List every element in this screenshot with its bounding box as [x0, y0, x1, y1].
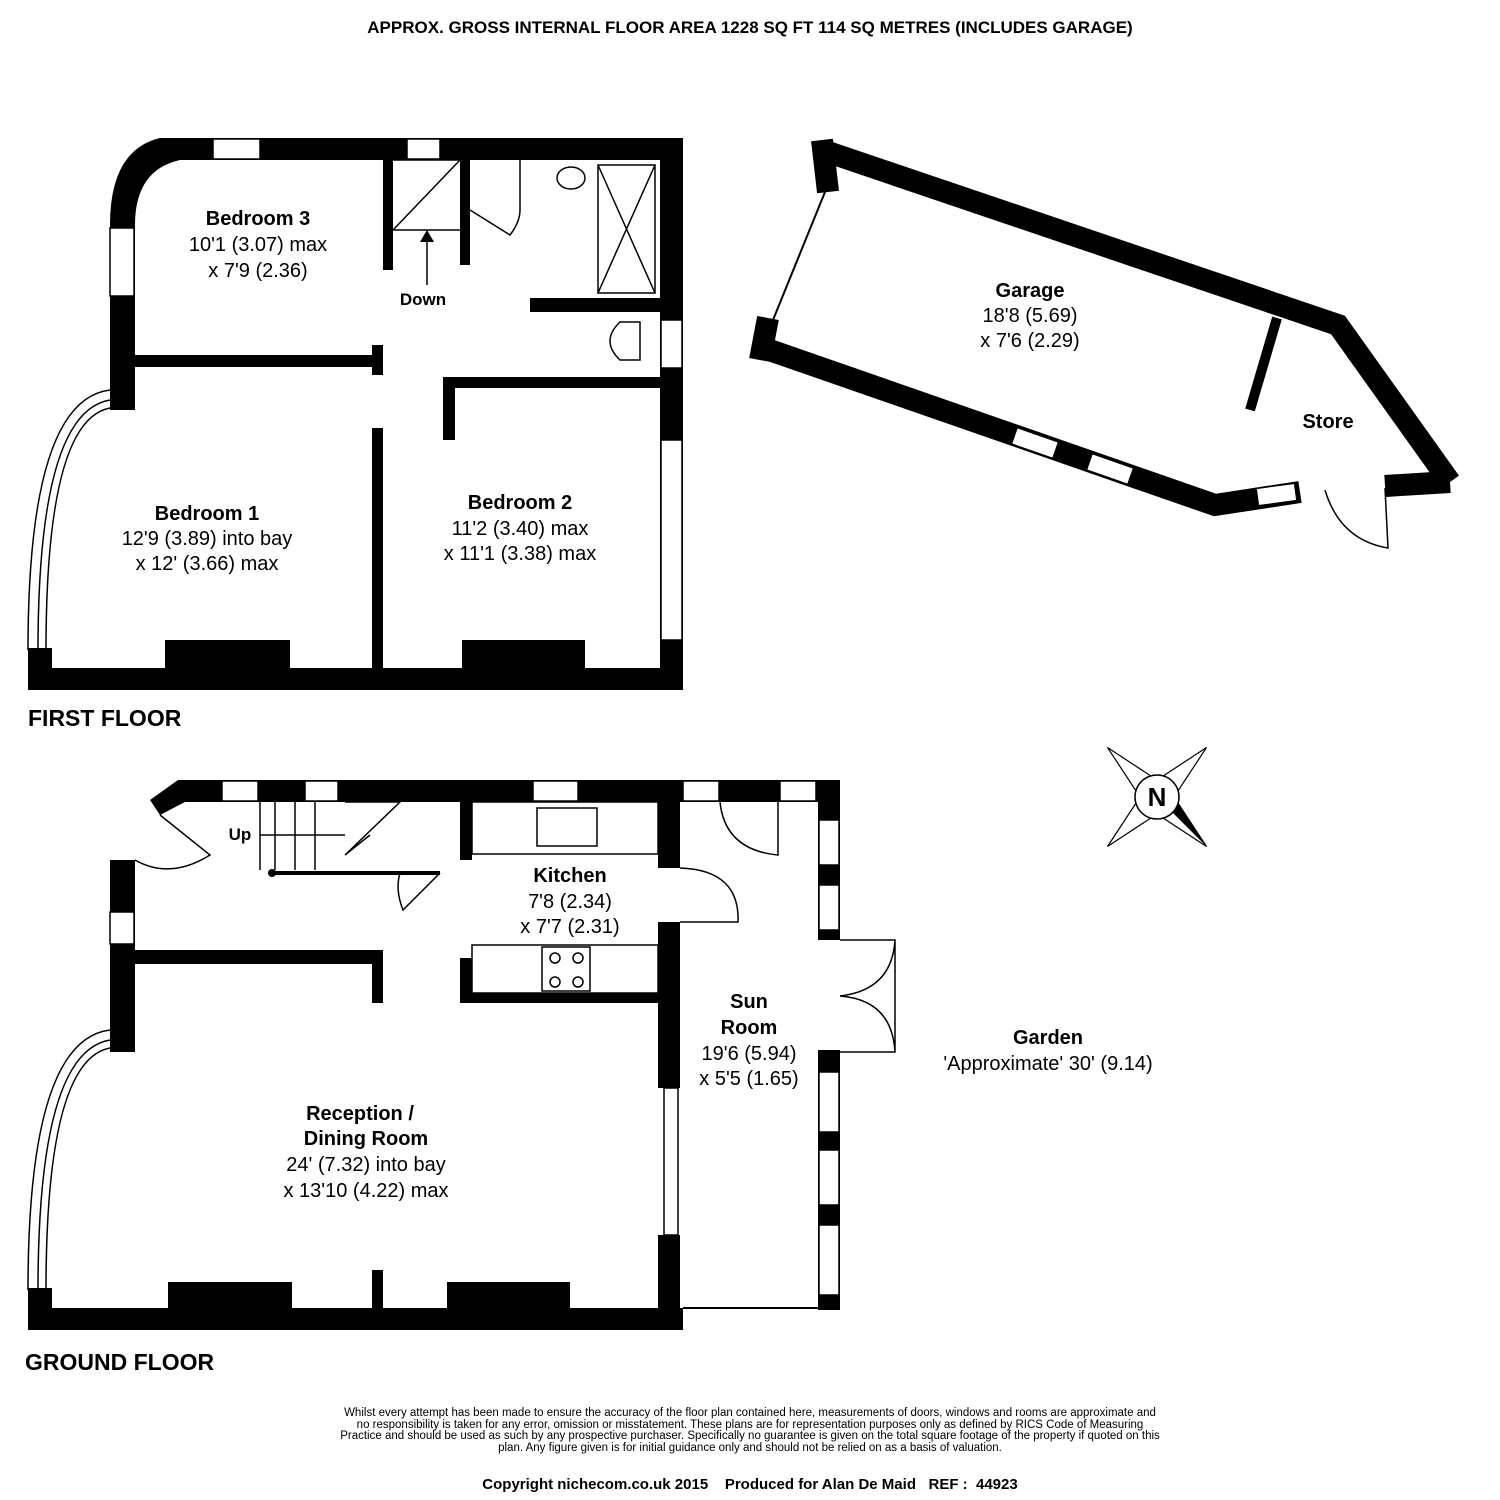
garage-dim2: x 7'6 (2.29) — [980, 330, 1079, 352]
garden-dim: 'Approximate' 30' (9.14) — [943, 1053, 1152, 1075]
first-floor-plan — [27, 138, 683, 690]
sunroom-dim1: 19'6 (5.94) — [702, 1043, 797, 1065]
sunroom-name-line2: Room — [721, 1017, 778, 1039]
compass-icon: N — [1107, 747, 1207, 847]
store-name: Store — [1302, 411, 1353, 433]
bedroom1-name: Bedroom 1 — [155, 503, 259, 525]
bedroom1-dim2: x 12' (3.66) max — [136, 553, 279, 575]
garage-name: Garage — [996, 280, 1065, 302]
first-floor-labels: Bedroom 3 10'1 (3.07) max x 7'9 (2.36) D… — [28, 208, 596, 731]
copyright: Copyright nichecom.co.uk 2015 Produced f… — [482, 1476, 1018, 1493]
ground-floor-label: GROUND FLOOR — [25, 1349, 214, 1375]
disclaimer: Whilst every attempt has been made to en… — [340, 1407, 1160, 1454]
kitchen-dim2: x 7'7 (2.31) — [520, 916, 619, 938]
compass-north-letter: N — [1148, 782, 1167, 812]
reception-dim2: x 13'10 (4.22) max — [283, 1180, 448, 1202]
bedroom1-dim1: 12'9 (3.89) into bay — [122, 528, 293, 550]
garage-dim1: 18'8 (5.69) — [983, 305, 1078, 327]
ground-floor-labels: Up Kitchen 7'8 (2.34) x 7'7 (2.31) Sun R… — [25, 825, 1153, 1375]
reception-name-line1: Reception / — [306, 1103, 414, 1125]
garage-plan — [749, 138, 1459, 549]
bedroom3-name: Bedroom 3 — [206, 208, 310, 230]
bedroom3-dim2: x 7'9 (2.36) — [208, 260, 307, 282]
sunroom-name-line1: Sun — [730, 991, 768, 1013]
garage-labels: Garage 18'8 (5.69) x 7'6 (2.29) Store — [980, 280, 1353, 433]
reception-name-line2: Dining Room — [304, 1128, 428, 1150]
stairs-down-label: Down — [400, 290, 446, 309]
reception-dim1: 24' (7.32) into bay — [286, 1154, 445, 1176]
kitchen-name: Kitchen — [533, 865, 606, 887]
sunroom-dim2: x 5'5 (1.65) — [699, 1068, 798, 1090]
garden-name: Garden — [1013, 1027, 1083, 1049]
first-floor-label: FIRST FLOOR — [28, 705, 182, 731]
ground-floor-plan — [27, 780, 896, 1330]
bedroom3-dim1: 10'1 (3.07) max — [189, 234, 327, 256]
stairs-up-label: Up — [229, 825, 252, 844]
bedroom2-dim2: x 11'1 (3.38) max — [444, 543, 596, 565]
kitchen-dim1: 7'8 (2.34) — [528, 891, 612, 913]
bedroom2-dim1: 11'2 (3.40) max — [452, 518, 589, 540]
bedroom2-name: Bedroom 2 — [468, 492, 572, 514]
floor-area-header: APPROX. GROSS INTERNAL FLOOR AREA 1228 S… — [367, 18, 1133, 37]
